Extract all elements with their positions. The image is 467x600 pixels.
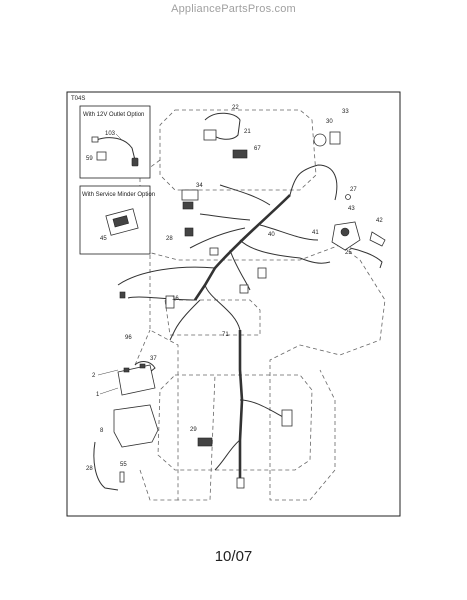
- outlet-option-title: With 12V Outlet Option: [83, 112, 144, 118]
- module-34: [181, 189, 199, 201]
- label-29: 29: [190, 427, 197, 433]
- service-minder-title: With Service Minder Option: [82, 192, 155, 198]
- label-37: 37: [150, 356, 157, 362]
- fuse-block: [182, 201, 194, 210]
- connector-mid: [239, 284, 249, 294]
- rear-module: [281, 409, 293, 427]
- label-41: 41: [312, 230, 319, 236]
- switch-16: [165, 295, 175, 309]
- label-1: 1: [96, 392, 100, 398]
- battery-terminal-a: [123, 367, 130, 373]
- connector-28a: [184, 227, 194, 237]
- rear-harness: [238, 330, 244, 480]
- label-71: 71: [222, 332, 229, 338]
- label-2: 2: [92, 373, 96, 379]
- cable-25: [349, 247, 383, 269]
- label-28a: 28: [166, 236, 173, 242]
- rear-plug: [236, 477, 245, 489]
- outlet-connector: [91, 136, 99, 143]
- label-28b: 28: [86, 466, 93, 472]
- label-8: 8: [100, 428, 104, 434]
- solenoid-cap: [340, 227, 350, 237]
- nut-27: [345, 194, 351, 200]
- ignition-switch: [203, 129, 217, 141]
- relay-67: [232, 149, 248, 159]
- leader-103: [115, 133, 123, 141]
- tractor-fender-outline: [164, 299, 261, 336]
- label-42: 42: [376, 218, 383, 224]
- bolt-55: [119, 471, 125, 483]
- connector-left: [119, 291, 126, 299]
- label-45: 45: [100, 236, 107, 242]
- connector-right: [257, 267, 267, 279]
- label-103: 103: [105, 131, 116, 137]
- tractor-deck-outline: [149, 255, 216, 501]
- battery-terminal-b: [139, 363, 146, 369]
- diagram-frame: [66, 91, 401, 517]
- label-16: 16: [172, 296, 179, 302]
- tractor-seat-outline: [157, 374, 313, 471]
- connector-29: [197, 437, 213, 447]
- leader-2: [97, 369, 119, 376]
- label-67: 67: [254, 146, 261, 152]
- revision-date: 10/07: [214, 548, 253, 565]
- main-harness: [193, 194, 291, 301]
- switch-33: [329, 131, 341, 145]
- diagram-code: T04S: [71, 96, 85, 102]
- battery-tray-8: [113, 404, 159, 448]
- label-22: 22: [232, 105, 239, 111]
- label-40: 40: [268, 232, 275, 238]
- label-30: 30: [326, 119, 333, 125]
- label-96: 96: [125, 335, 132, 341]
- outlet-plug: [131, 157, 139, 167]
- label-27a: 27: [350, 187, 357, 193]
- connector-plug: [209, 247, 219, 256]
- label-43: 43: [348, 206, 355, 212]
- label-21: 21: [244, 129, 251, 135]
- outlet-fuse: [96, 151, 107, 161]
- tractor-hood-outline: [159, 109, 317, 191]
- tractor-frame-outline: [139, 159, 386, 501]
- battery-1: [117, 364, 156, 396]
- label-33: 33: [342, 109, 349, 115]
- ignition-wire: [204, 112, 241, 140]
- service-minder-screen: [112, 215, 129, 228]
- outlet-wire: [95, 137, 136, 161]
- label-55: 55: [120, 462, 127, 468]
- label-34: 34: [196, 183, 203, 189]
- cable-28: [93, 441, 119, 491]
- label-25: 25: [345, 250, 352, 256]
- harness-branches: [117, 164, 338, 471]
- boot-42: [369, 231, 386, 247]
- label-59: 59: [86, 156, 93, 162]
- headlight-30: [313, 133, 327, 147]
- tractor-rear-outline: [134, 329, 178, 501]
- leader-1: [99, 387, 119, 395]
- site-watermark: AppliancePartsPros.com: [171, 3, 296, 15]
